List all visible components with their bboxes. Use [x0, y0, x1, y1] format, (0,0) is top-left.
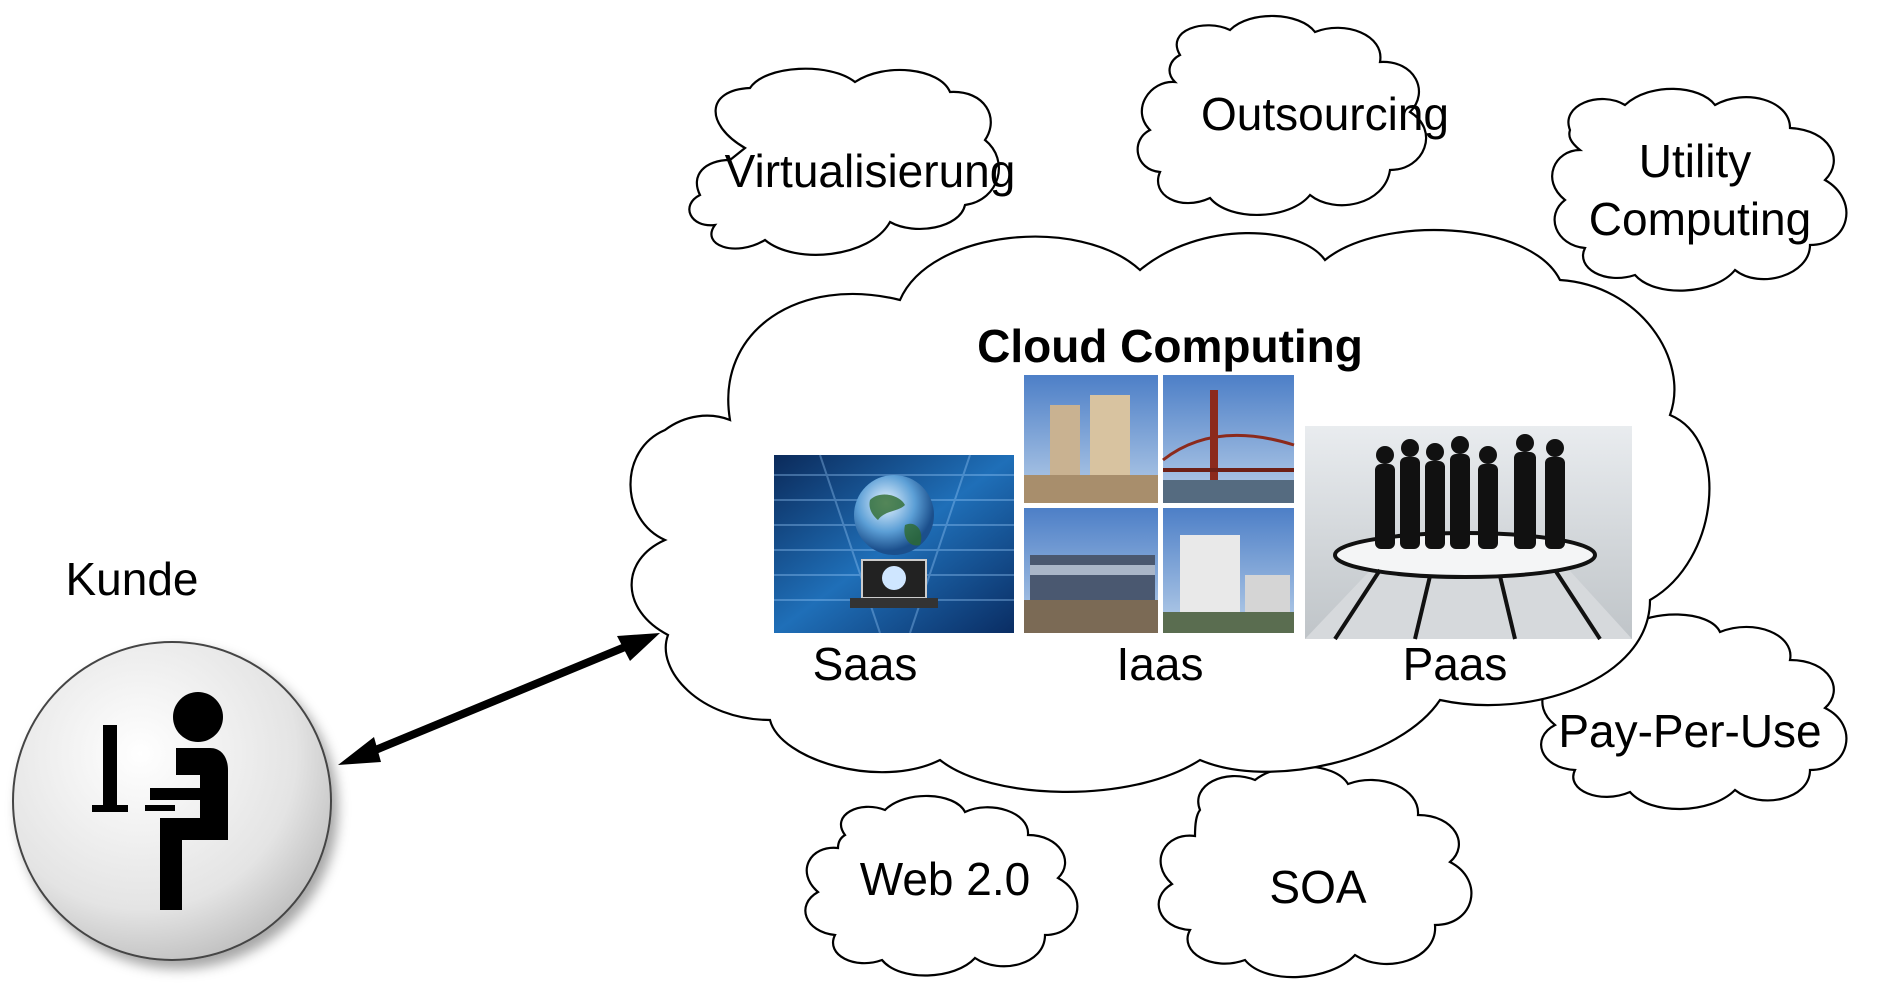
main-cloud: Cloud Computing: [629, 229, 1711, 793]
iaas-image: [1024, 375, 1295, 633]
kunde-label: Kunde: [65, 553, 198, 605]
cloud-computing-title: Cloud Computing: [977, 320, 1363, 372]
cloud-soa: SOA: [1157, 765, 1473, 979]
paas-label: Paas: [1403, 638, 1508, 690]
outsourcing-label: Outsourcing: [1201, 88, 1449, 140]
connection-arrow: [338, 633, 660, 765]
person-at-computer-icon: [92, 692, 228, 910]
saas-label: Saas: [813, 638, 918, 690]
customer-button-icon: [12, 641, 332, 961]
iaas-label: Iaas: [1117, 638, 1204, 690]
pay-per-use-label: Pay-Per-Use: [1558, 705, 1821, 757]
utility-label: Utility: [1639, 135, 1751, 187]
virtualisierung-label: Virtualisierung: [725, 145, 1016, 197]
computing-label: Computing: [1589, 193, 1811, 245]
saas-image: [774, 454, 1014, 634]
cloud-utility-computing: Utility Computing: [1551, 87, 1848, 292]
paas-image: [1305, 426, 1632, 641]
customer: Kunde: [12, 553, 332, 961]
soa-label: SOA: [1269, 861, 1366, 913]
cloud-outsourcing: Outsourcing: [1136, 14, 1449, 216]
cloud-virtualisierung: Virtualisierung: [688, 67, 1016, 256]
web20-label: Web 2.0: [860, 853, 1030, 905]
cloud-web20: Web 2.0: [804, 794, 1079, 977]
